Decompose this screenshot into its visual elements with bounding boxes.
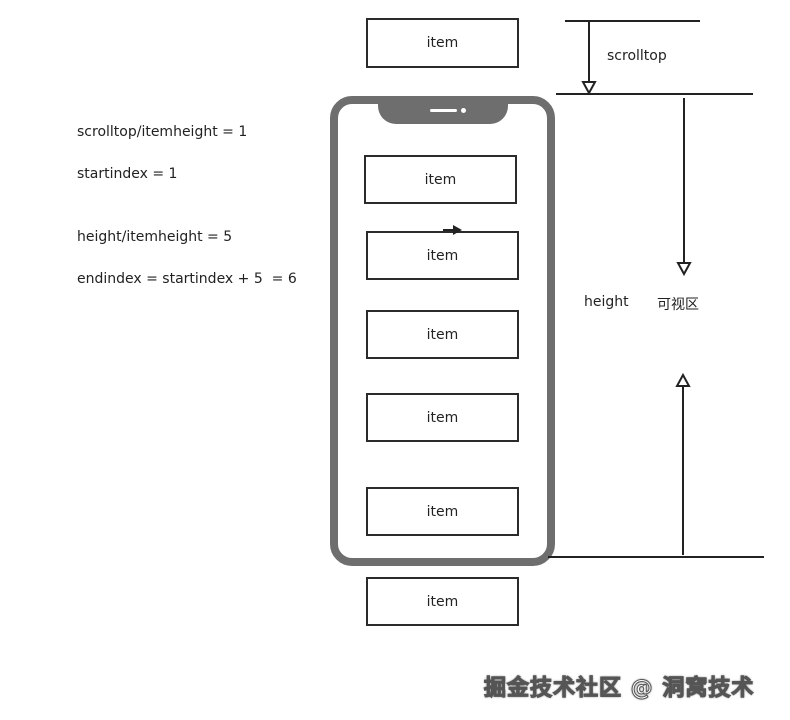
list-item-visible-1: item [364,155,517,204]
list-item-visible-2: item [366,231,519,280]
list-item-visible-5: item [366,487,519,536]
note-startindex: startindex = 1 [77,166,178,182]
phone-speaker [430,109,457,112]
scrolltop-label: scrolltop [607,48,667,64]
list-item-visible-4: item [366,393,519,442]
phone-camera [461,108,466,113]
small-arrow-head [453,225,462,235]
list-item-visible-3: item [366,310,519,359]
scrolltop-arrow-head [581,81,597,96]
watermark: 掘金技术社区 @ 洞窝技术 [483,676,755,702]
note-height-ratio: height/itemheight = 5 [77,229,233,245]
height-label: height [584,294,629,310]
note-endindex: endindex = startindex + 5 = 6 [77,271,297,287]
visible-area-label: 可视区 [657,297,699,313]
list-item-above-viewport: item [366,18,519,68]
note-scrolltop-ratio: scrolltop/itemheight = 1 [77,124,248,140]
list-item-below-viewport: item [366,577,519,626]
height-arrow-up-head [675,372,691,387]
height-arrow-down-head [676,262,692,277]
